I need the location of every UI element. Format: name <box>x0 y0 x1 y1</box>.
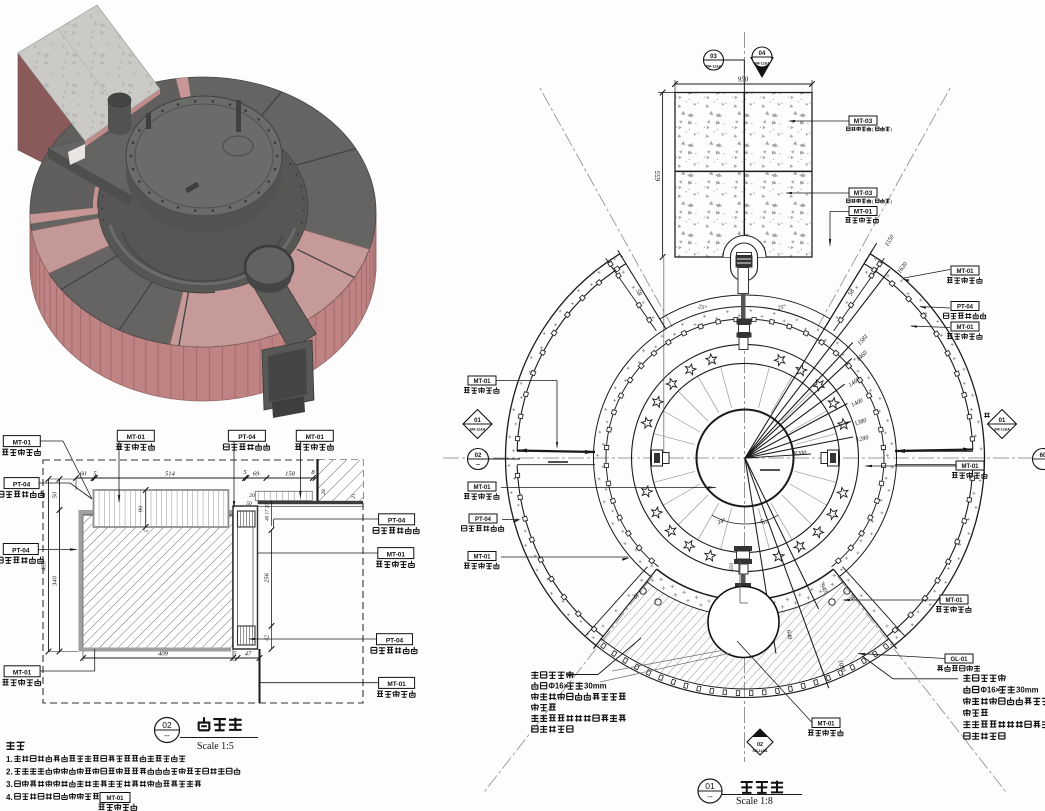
svg-text:MT-01: MT-01 <box>306 434 325 441</box>
svg-text:50: 50 <box>52 491 59 498</box>
svg-text:MT-01: MT-01 <box>473 485 491 491</box>
svg-text:SM-12&A: SM-12&A <box>753 749 768 753</box>
svg-text:MT-01: MT-01 <box>387 551 406 558</box>
svg-text:50: 50 <box>246 501 252 507</box>
svg-text:3.: 3. <box>6 780 13 789</box>
svg-text:MT-01: MT-01 <box>13 670 32 677</box>
svg-text:PT-04: PT-04 <box>238 434 256 441</box>
svg-text:02: 02 <box>162 720 172 730</box>
svg-text:PT-04: PT-04 <box>386 638 404 645</box>
svg-text:40 17 20: 40 17 20 <box>266 503 271 521</box>
svg-text:MT-01: MT-01 <box>817 721 835 727</box>
svg-text:25°: 25° <box>777 303 787 312</box>
svg-text:01: 01 <box>999 418 1006 424</box>
svg-text:20: 20 <box>249 493 255 499</box>
svg-text:5: 5 <box>243 469 247 476</box>
svg-text:60: 60 <box>1040 453 1045 459</box>
svg-text:21: 21 <box>351 493 357 499</box>
svg-text:409: 409 <box>158 651 169 658</box>
svg-text:SM-12&A: SM-12&A <box>754 62 770 66</box>
svg-text:47: 47 <box>245 651 252 658</box>
svg-text:02: 02 <box>475 453 482 459</box>
svg-text:(: ( <box>872 199 874 204</box>
svg-text:PT-04: PT-04 <box>13 481 31 488</box>
svg-text:35: 35 <box>630 591 639 600</box>
svg-text:8: 8 <box>311 469 315 476</box>
svg-text:5: 5 <box>144 529 150 532</box>
svg-text:158: 158 <box>285 471 296 478</box>
svg-text:--: -- <box>476 463 480 469</box>
svg-text:03: 03 <box>710 54 717 60</box>
svg-text:PT-04: PT-04 <box>12 547 30 554</box>
svg-text:MT-01: MT-01 <box>945 598 963 604</box>
svg-text:60: 60 <box>80 471 87 478</box>
svg-text:2.: 2. <box>6 768 13 777</box>
svg-text:950: 950 <box>738 76 749 84</box>
svg-text:): ) <box>891 199 893 204</box>
svg-text:34°: 34° <box>715 517 727 527</box>
svg-text:30mm: 30mm <box>1016 685 1039 694</box>
svg-text:MT-01: MT-01 <box>956 269 974 275</box>
svg-text:01: 01 <box>705 781 715 791</box>
svg-text:--: -- <box>164 731 170 740</box>
svg-text:340: 340 <box>52 575 59 587</box>
svg-text:MT-01: MT-01 <box>387 681 406 688</box>
svg-text:1.: 1. <box>6 755 13 764</box>
svg-text:): ) <box>891 127 893 132</box>
svg-text:69: 69 <box>253 471 260 478</box>
svg-text:MT-01: MT-01 <box>13 439 32 446</box>
svg-text:25°: 25° <box>697 303 707 312</box>
svg-text:MT-01: MT-01 <box>106 796 124 802</box>
svg-text:1280: 1280 <box>856 434 870 443</box>
svg-text:MT-01: MT-01 <box>127 434 146 441</box>
svg-text:90: 90 <box>138 505 145 512</box>
svg-text:1380: 1380 <box>854 417 869 428</box>
svg-text:256: 256 <box>264 572 271 583</box>
svg-text:655: 655 <box>654 170 662 181</box>
svg-text:30mm: 30mm <box>584 682 607 691</box>
svg-text:SM-12&A: SM-12&A <box>706 65 722 69</box>
svg-text:MT-01: MT-01 <box>854 208 873 215</box>
svg-text:5: 5 <box>93 471 97 478</box>
svg-text:Scale 1:5: Scale 1:5 <box>197 741 234 752</box>
svg-text:GL-01: GL-01 <box>950 657 968 663</box>
svg-text:4.: 4. <box>6 793 13 802</box>
svg-text:PT-04: PT-04 <box>957 304 974 310</box>
svg-text:42: 42 <box>264 635 271 641</box>
svg-text:MT-03: MT-03 <box>854 118 873 125</box>
svg-text:499: 499 <box>41 560 48 571</box>
svg-text:58: 58 <box>847 287 856 297</box>
svg-text:1090: 1090 <box>836 659 847 674</box>
svg-text:(: ( <box>872 127 874 132</box>
svg-text:PT-04: PT-04 <box>475 517 492 523</box>
svg-text:MT-03: MT-03 <box>854 190 873 197</box>
svg-text:--: -- <box>707 792 713 801</box>
svg-text:MT-01: MT-01 <box>473 379 491 385</box>
svg-text:SM-12&A: SM-12&A <box>470 428 486 432</box>
svg-text:04: 04 <box>759 51 766 57</box>
svg-text:MT-01: MT-01 <box>956 325 974 331</box>
svg-text:940: 940 <box>818 583 829 595</box>
svg-text:Φ16×: Φ16× <box>548 682 568 691</box>
svg-text:28: 28 <box>321 489 327 495</box>
svg-text:R200: R200 <box>792 449 807 457</box>
svg-text:58: 58 <box>634 288 643 298</box>
svg-text:640: 640 <box>785 630 794 641</box>
svg-text:SM-12&A: SM-12&A <box>994 428 1010 432</box>
svg-text:Scale 1:8: Scale 1:8 <box>736 796 773 807</box>
svg-text:01: 01 <box>474 418 481 424</box>
svg-text:5: 5 <box>234 652 237 658</box>
svg-text:MT-01: MT-01 <box>961 464 979 470</box>
svg-text:650: 650 <box>729 563 735 572</box>
svg-text:PT-04: PT-04 <box>388 518 406 525</box>
svg-text:MT-01: MT-01 <box>473 554 491 560</box>
svg-text:40: 40 <box>848 594 857 603</box>
svg-text:56°: 56° <box>758 518 769 528</box>
svg-text:514: 514 <box>165 471 176 478</box>
svg-text:02: 02 <box>757 742 763 748</box>
svg-text:Φ16×: Φ16× <box>980 685 1000 694</box>
